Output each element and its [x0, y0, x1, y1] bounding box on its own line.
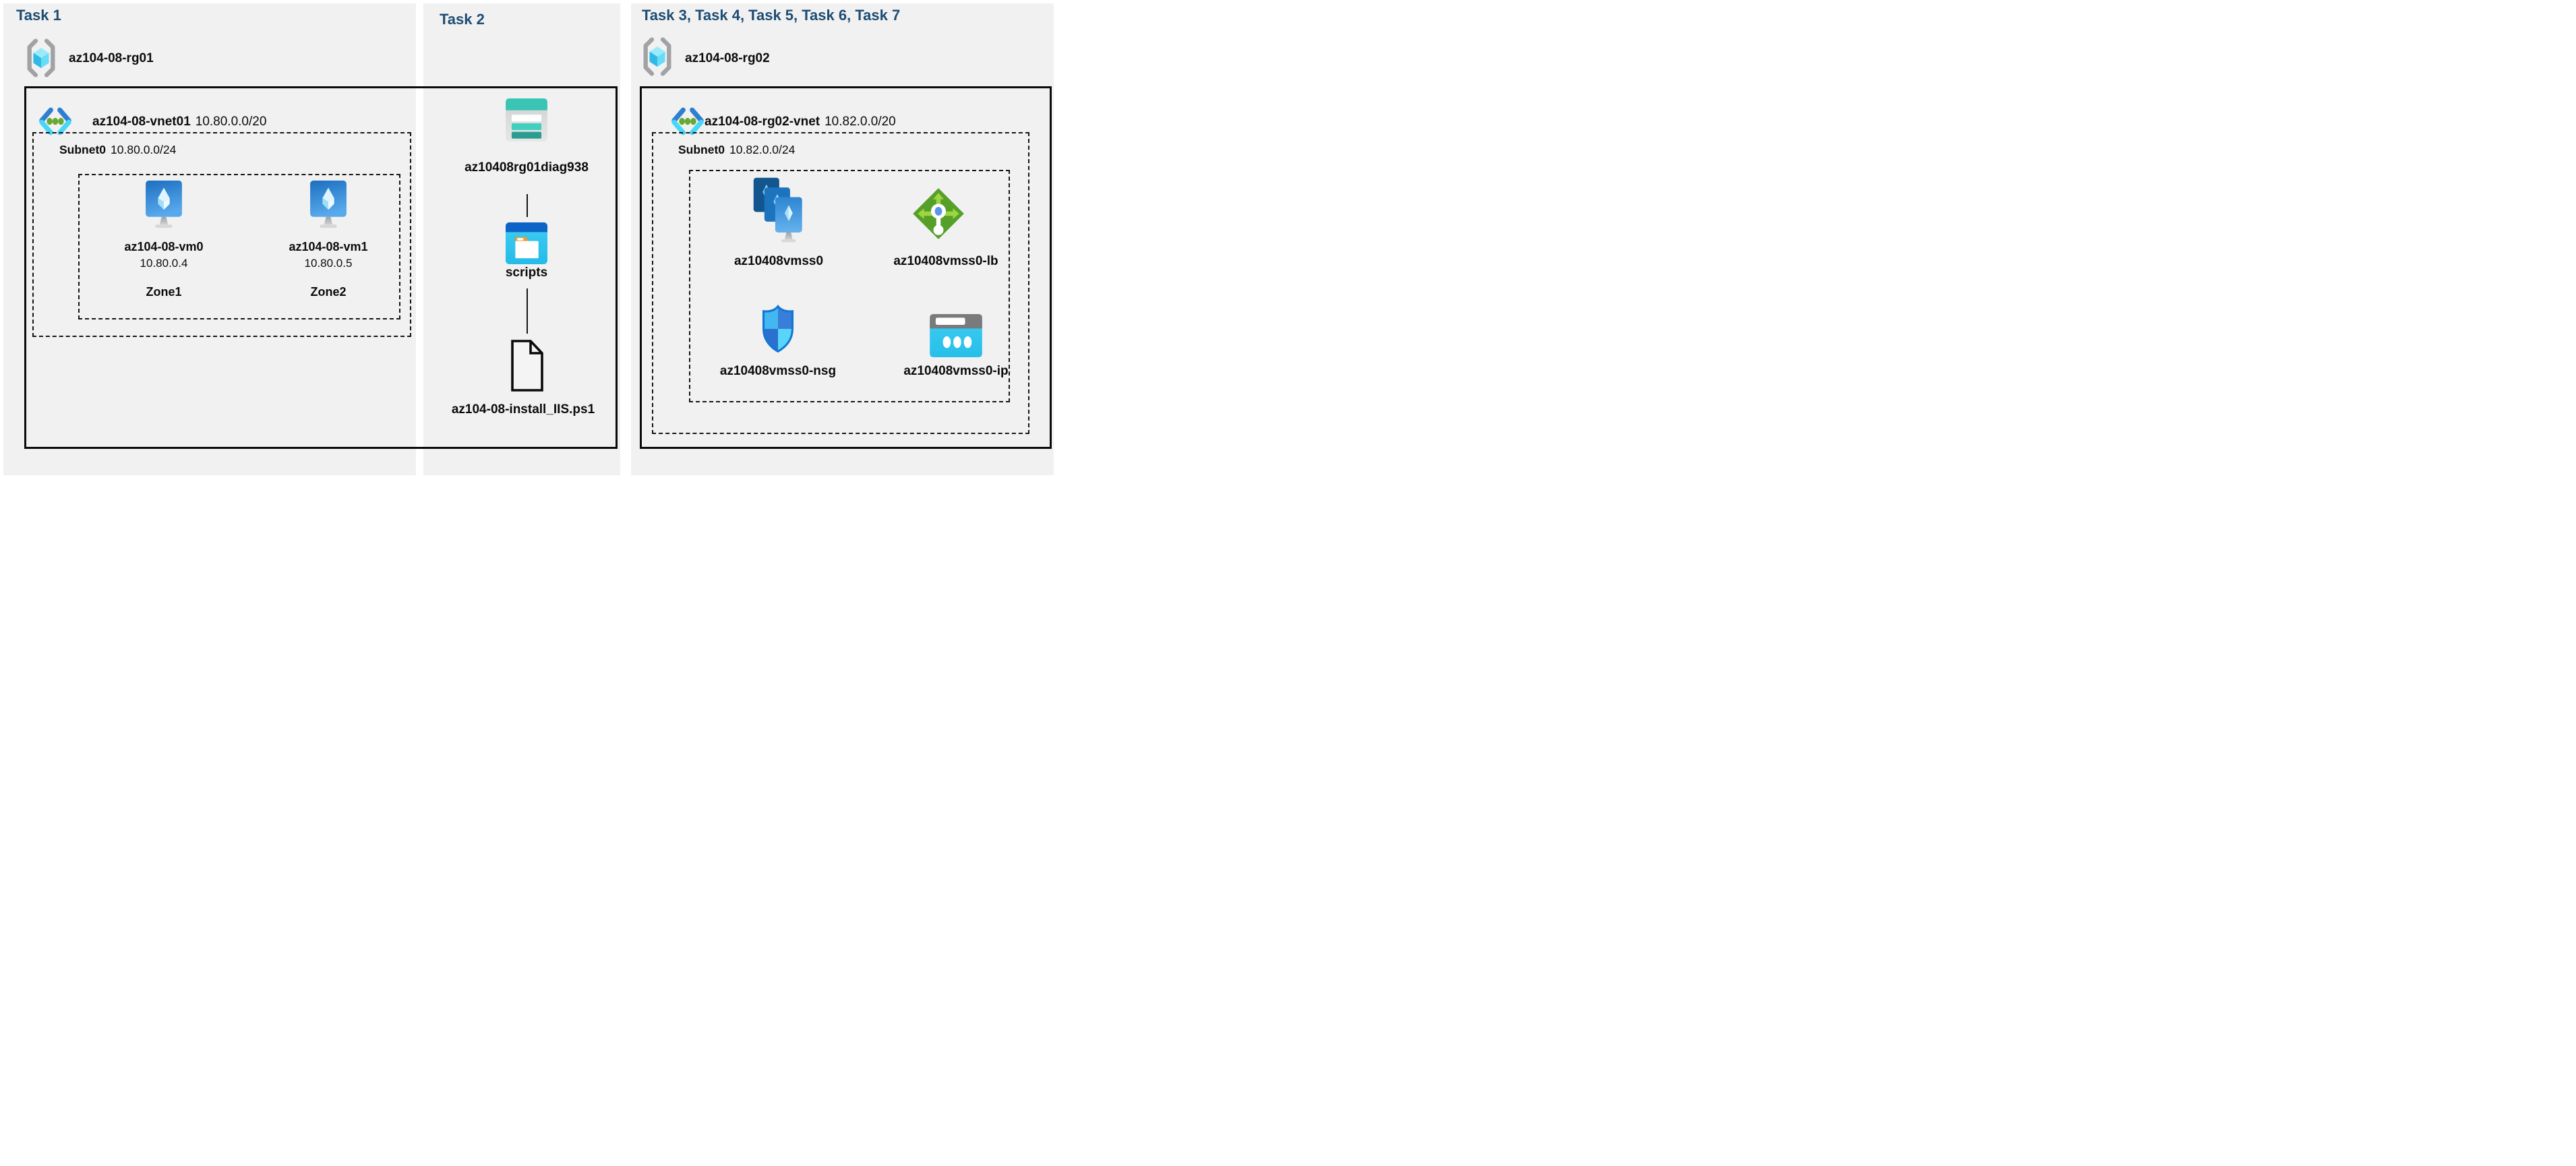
vnet-cidr: 10.82.0.0/20	[825, 115, 896, 129]
storage-account-icon	[506, 98, 547, 142]
task2-header: Task 2	[440, 11, 485, 28]
virtual-machine-icon	[144, 179, 183, 230]
resource-group-name: az104-08-rg01	[69, 51, 154, 65]
vnet-name: az104-08-vnet01	[92, 115, 191, 129]
subnet-label: Subnet0 10.80.0.0/24	[59, 143, 176, 157]
script-file-name: az104-08-install_IIS.ps1	[451, 402, 595, 417]
nsg-icon	[760, 305, 796, 353]
task1-column	[3, 3, 416, 475]
vm-zone: Zone1	[146, 285, 182, 299]
resource-name: az10408vmss0	[733, 254, 824, 268]
subnet-name: Subnet0	[678, 143, 725, 156]
rg2-boundary-box	[640, 86, 1052, 449]
storage-account-name: az10408rg01diag938	[465, 160, 589, 175]
resource-name: az10408vmss0-ip	[903, 364, 1009, 378]
resource-group-icon	[640, 36, 674, 77]
vm-ip: 10.80.0.5	[304, 257, 353, 270]
resource-group-icon	[24, 38, 58, 78]
architecture-diagram: Task 1 Task 2 Task 3, Task 4, Task 5, Ta…	[0, 0, 1057, 479]
task3-column	[631, 3, 1054, 475]
subnet-box	[32, 132, 411, 337]
subnet-name: Subnet0	[59, 143, 107, 156]
availability-zone-box	[78, 174, 400, 319]
vnet-label: az104-08-vnet01 10.80.0.0/20	[92, 115, 266, 129]
script-file-icon	[510, 339, 544, 392]
subnet-cidr: 10.80.0.0/24	[111, 143, 177, 156]
task3-header: Task 3, Task 4, Task 5, Task 6, Task 7	[642, 7, 901, 24]
file-explorer-folder-icon	[506, 222, 547, 264]
virtual-machine-icon	[309, 179, 348, 230]
subnet-box	[652, 132, 1029, 434]
subnet-cidr: 10.82.0.0/24	[729, 143, 796, 156]
connector-line	[527, 194, 529, 217]
vm-zone: Zone2	[310, 285, 347, 299]
resource-name: az10408vmss0-nsg	[719, 364, 837, 378]
vnet-name: az104-08-rg02-vnet	[705, 115, 820, 129]
load-balancer-icon	[911, 187, 965, 241]
vm-ip: 10.80.0.4	[140, 257, 188, 270]
rg1-boundary-box	[24, 86, 618, 449]
vnet-cidr: 10.80.0.0/20	[195, 115, 267, 129]
vm-name: az104-08-vm1	[289, 240, 368, 253]
task1-header: Task 1	[16, 7, 61, 24]
public-ip-icon	[930, 314, 982, 357]
subnet-label: Subnet0 10.82.0.0/24	[678, 143, 795, 157]
folder-name: scripts	[505, 266, 548, 280]
vnet-label: az104-08-rg02-vnet 10.82.0.0/20	[705, 115, 896, 129]
vm-name: az104-08-vm0	[124, 240, 204, 253]
resource-name: az10408vmss0-lb	[893, 254, 998, 268]
vmss-resources-box	[689, 170, 1010, 402]
vmss-icon	[752, 177, 805, 247]
resource-group-name: az104-08-rg02	[685, 51, 770, 65]
connector-line	[527, 288, 529, 334]
